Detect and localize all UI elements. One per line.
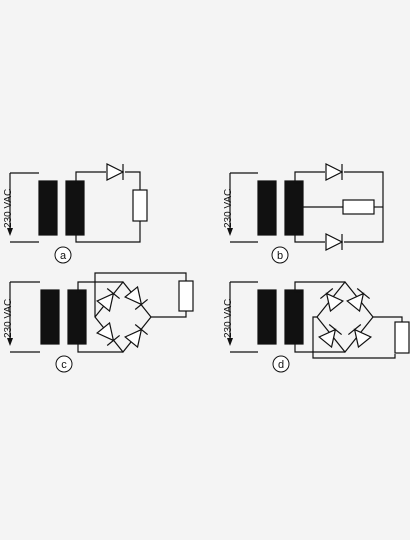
- diode-bottom-b: [325, 233, 343, 251]
- diode-c-1: [96, 287, 121, 312]
- load-resistor-a: [132, 189, 148, 222]
- secondary-circuit-d: [294, 281, 403, 359]
- panel-b: 230 VAC b: [223, 163, 384, 264]
- voltage-label-a: 230 VAC: [3, 189, 14, 228]
- panel-c: 230 VAC c: [3, 272, 194, 373]
- load-resistor-c: [178, 280, 194, 312]
- panel-label-b: b: [277, 250, 283, 262]
- diode-top-b: [325, 163, 343, 181]
- primary-winding-c: [7, 281, 40, 353]
- transformer-core-right-d: [284, 289, 304, 345]
- transformer-core-left-b: [257, 180, 277, 236]
- diode-a: [106, 163, 124, 181]
- panel-badge-d: [272, 355, 290, 373]
- transformer-core-left-a: [38, 180, 58, 236]
- panel-label-d: d: [278, 359, 284, 371]
- voltage-label-d: 230 VAC: [223, 299, 234, 338]
- panel-a: 230 VAC a: [3, 163, 148, 264]
- primary-winding-a: [7, 172, 39, 243]
- secondary-circuit-b: [294, 171, 384, 243]
- diode-c-4: [124, 323, 149, 348]
- diode-c-3: [96, 322, 121, 347]
- panel-label-a: a: [60, 250, 67, 262]
- panel-label-c: c: [61, 359, 67, 371]
- load-resistor-d: [394, 321, 410, 354]
- diode-c-2: [124, 286, 149, 311]
- transformer-core-left-d: [257, 289, 277, 345]
- panel-badge-b: [271, 246, 289, 264]
- transformer-core-right-a: [65, 180, 85, 236]
- secondary-circuit-a: [75, 171, 141, 243]
- voltage-label-b: 230 VAC: [223, 189, 234, 228]
- panel-badge-a: [54, 246, 72, 264]
- transformer-core-right-c: [67, 289, 87, 345]
- panel-badge-c: [55, 355, 73, 373]
- transformer-core-right-b: [284, 180, 304, 236]
- voltage-label-c: 230 VAC: [3, 299, 14, 338]
- primary-winding-d: [227, 281, 258, 353]
- load-resistor-b: [342, 199, 375, 215]
- transformer-core-left-c: [40, 289, 60, 345]
- panel-d: 230 VAC d: [223, 281, 410, 373]
- primary-winding-b: [227, 172, 258, 243]
